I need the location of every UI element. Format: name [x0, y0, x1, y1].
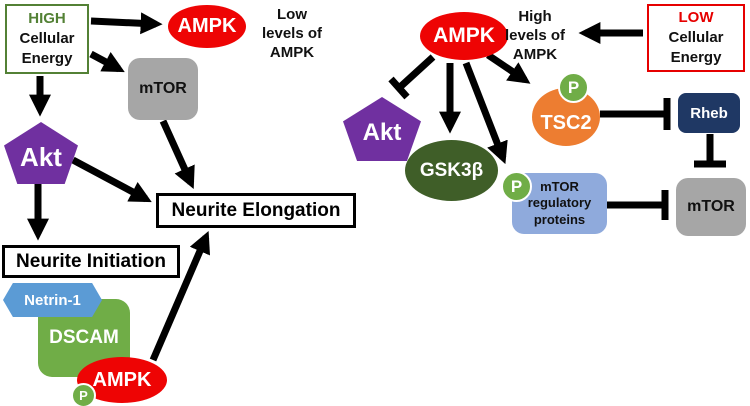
low-energy-level-label: LOW — [678, 8, 714, 26]
arrow-akt-to-elongation — [71, 156, 152, 203]
akt-node-right: Akt — [343, 97, 421, 161]
netrin1-node: Netrin-1 — [3, 283, 102, 317]
high-levels-line1: High — [518, 8, 552, 25]
phospho-badge-ampk-complex: P — [71, 383, 96, 406]
ampk-node-right: AMPK — [420, 12, 508, 60]
phospho-badge-tsc2: P — [558, 72, 589, 103]
high-levels-line2: levels of — [504, 26, 566, 44]
akt-node-left: Akt — [4, 122, 78, 184]
neurite-initiation-box: Neurite Initiation — [2, 245, 180, 278]
arrow-high-energy-to-ampk — [90, 12, 163, 35]
mtor-node-right: mTOR — [676, 178, 746, 236]
ampk-node-left: AMPK — [168, 5, 246, 48]
gsk3b-node: GSK3β — [405, 140, 498, 201]
high-energy-line2: Cellular — [19, 29, 75, 47]
arrow-mtor-to-elongation — [159, 119, 195, 190]
neurite-elongation-box: Neurite Elongation — [156, 193, 356, 228]
low-levels-line1: Low — [277, 6, 307, 23]
low-energy-line2: Cellular — [668, 28, 724, 46]
inhibition-ampk-to-akt-line — [396, 54, 436, 91]
high-levels-caption: High levels of AMPK — [496, 8, 574, 64]
low-cellular-energy-box: LOW Cellular Energy — [647, 4, 745, 72]
high-energy-line3: Energy — [21, 50, 73, 68]
inhibition-ampk-to-akt-cap — [388, 76, 410, 100]
high-levels-line3: AMPK — [512, 45, 558, 63]
mtor-node-left: mTOR — [128, 58, 198, 120]
low-levels-line3: AMPK — [269, 43, 315, 61]
low-energy-line3: Energy — [670, 49, 722, 67]
low-levels-caption: Low levels of AMPK — [248, 6, 336, 62]
mtor-reg-line2: regulatory — [527, 195, 592, 211]
mtor-reg-line1: mTOR — [540, 179, 579, 195]
low-levels-line2: levels of — [261, 24, 323, 42]
phospho-badge-mtor-reg: P — [501, 171, 532, 202]
rheb-node: Rheb — [678, 93, 740, 133]
mtor-reg-line3: proteins — [533, 211, 586, 227]
high-cellular-energy-box: HIGH Cellular Energy — [5, 4, 89, 74]
arrow-high-energy-to-mtor — [89, 50, 125, 73]
high-energy-level-label: HIGH — [28, 9, 66, 27]
